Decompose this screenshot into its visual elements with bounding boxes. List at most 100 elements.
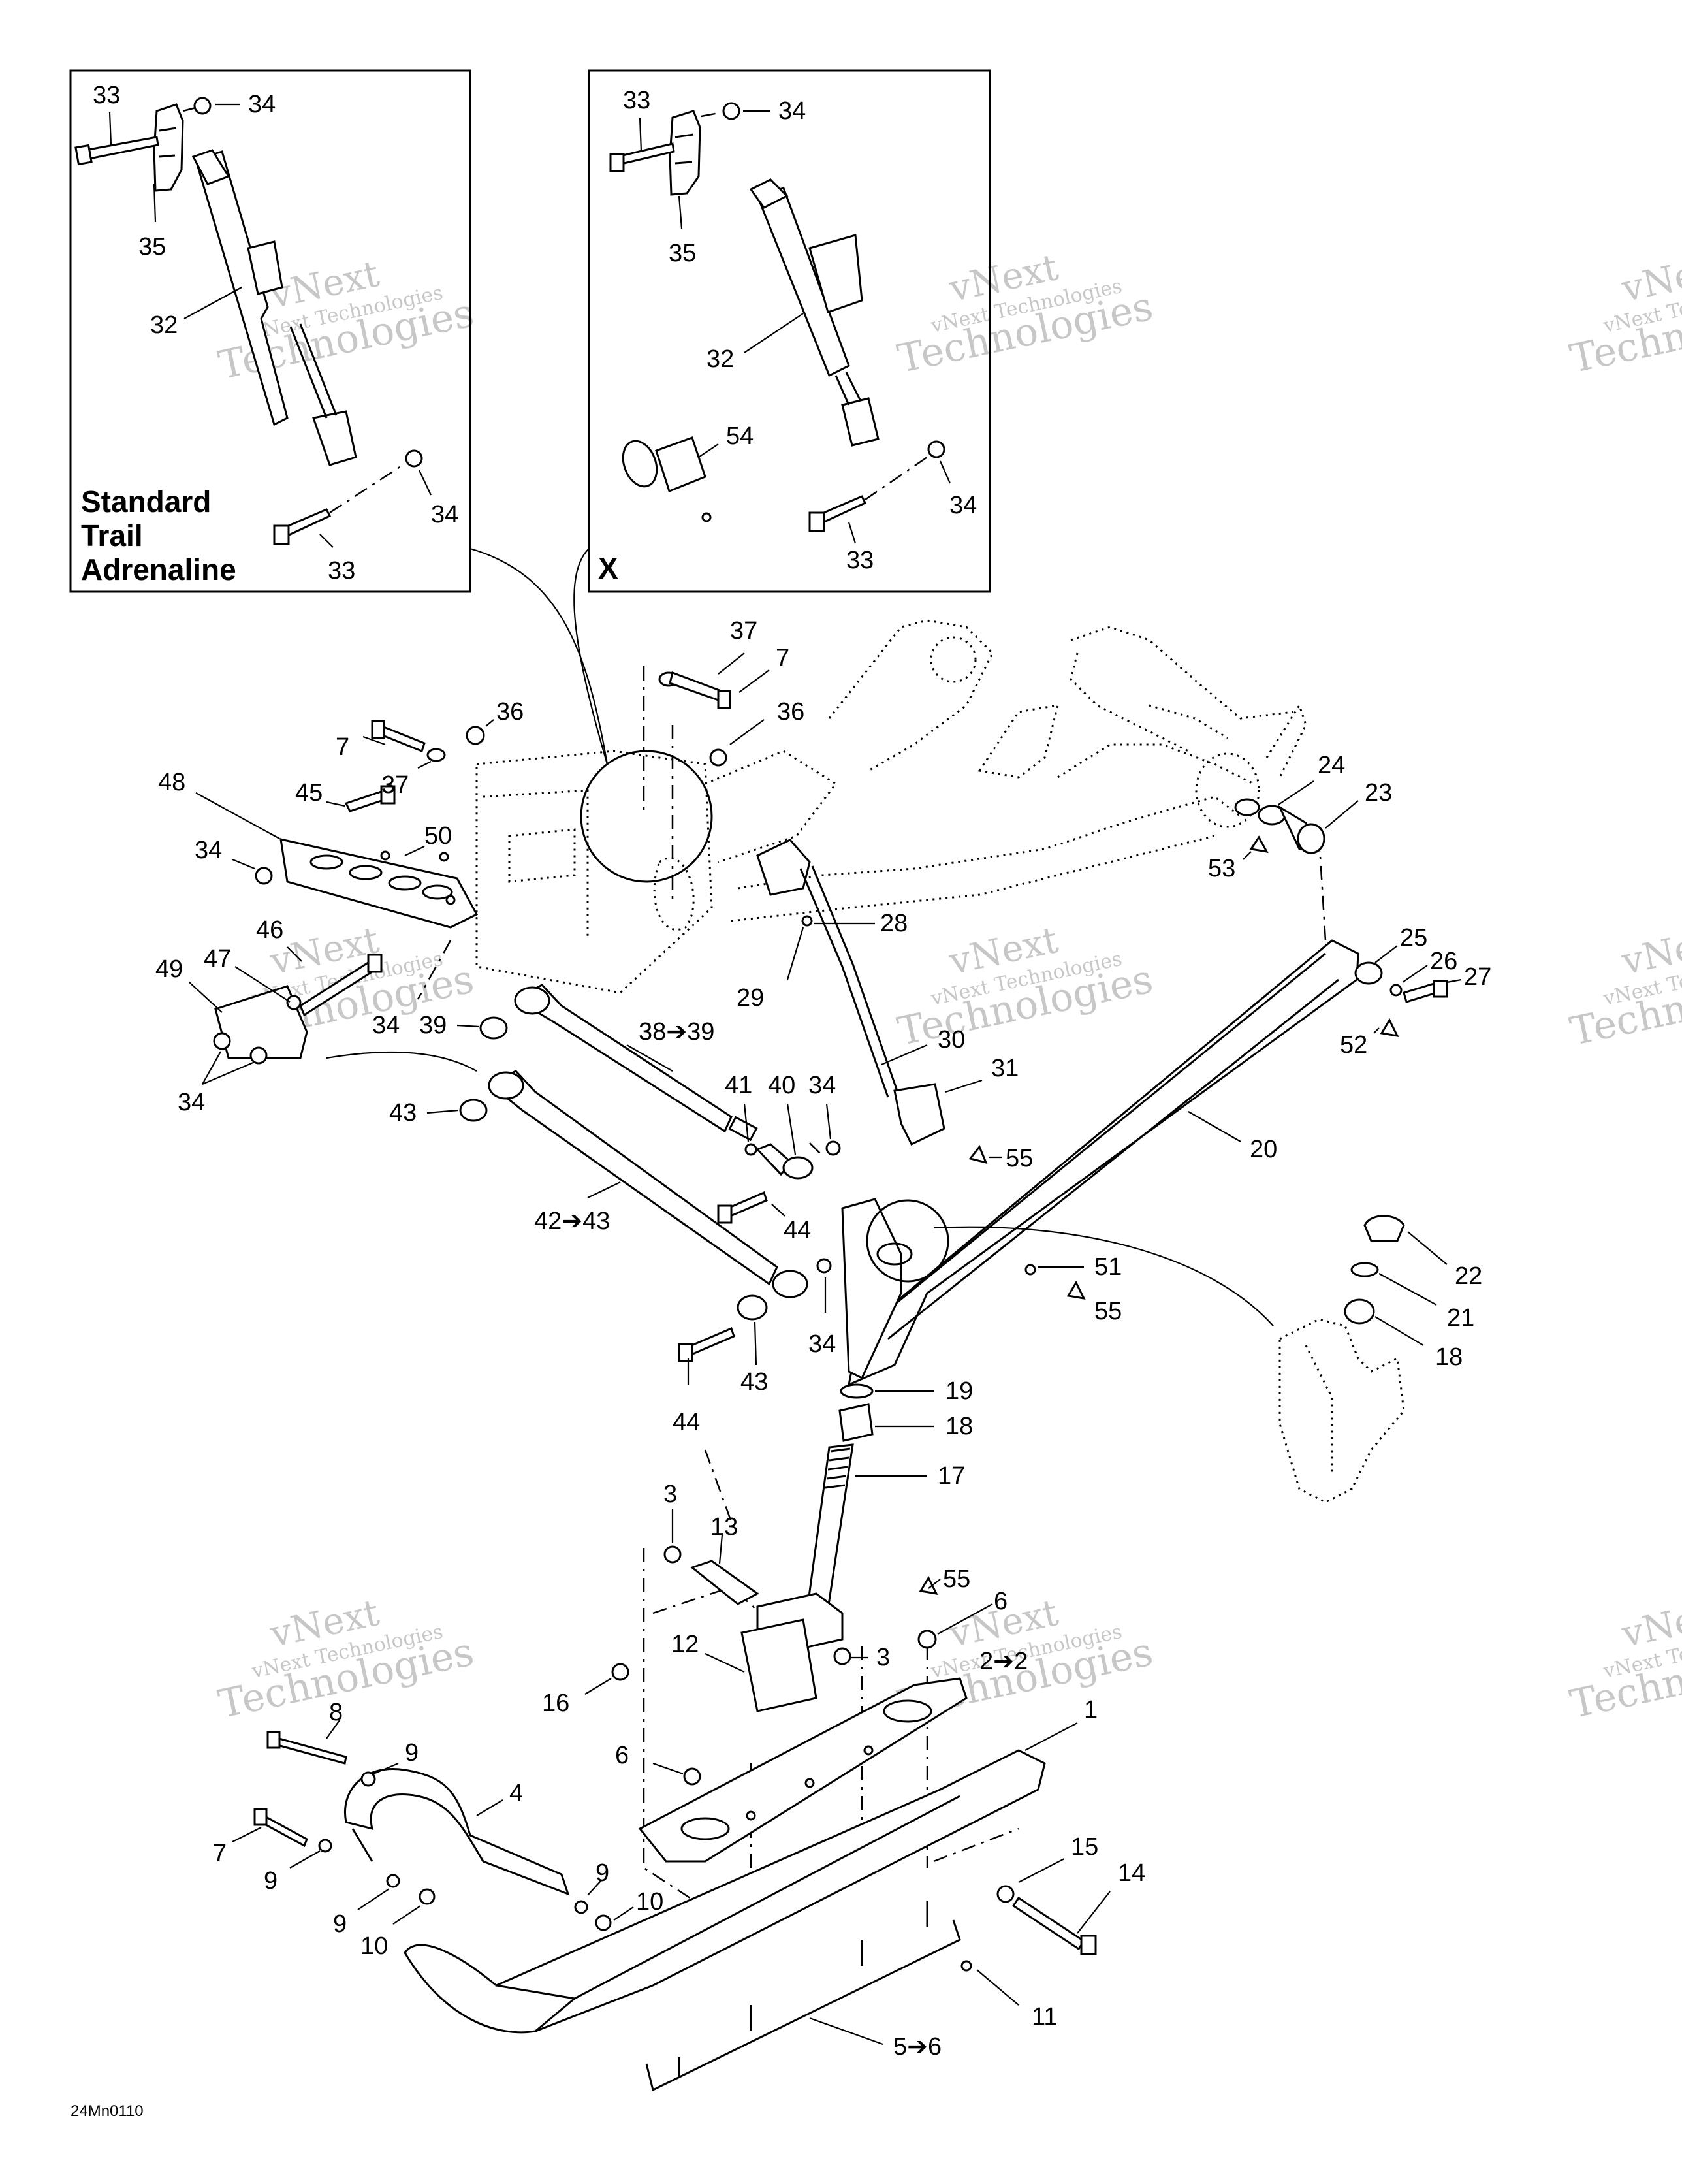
nut xyxy=(709,748,727,767)
callout-28: 28 xyxy=(880,910,908,937)
ski-base-plate xyxy=(638,1677,968,1863)
callout-45: 45 xyxy=(295,779,323,807)
callout-43: 43 xyxy=(389,1099,417,1127)
callout-50: 50 xyxy=(424,822,452,850)
bushing xyxy=(459,1099,488,1122)
inset-frame xyxy=(588,69,991,593)
callout-11: 11 xyxy=(1032,2003,1057,2031)
bolt xyxy=(669,671,726,703)
callout-34: 34 xyxy=(808,1330,836,1358)
adjuster-plate xyxy=(655,436,706,492)
adjuster-knob xyxy=(622,440,658,488)
callout-42-43: 42➔43 xyxy=(534,1208,610,1235)
callout-26: 26 xyxy=(1430,948,1457,975)
callout-22: 22 xyxy=(1455,1262,1482,1290)
bushing xyxy=(1344,1298,1375,1325)
callout-3: 3 xyxy=(663,1481,677,1508)
shock-eyelet xyxy=(312,410,357,466)
washer xyxy=(386,1874,400,1888)
grease-fitting xyxy=(1380,1018,1399,1037)
lower-trailing-arm xyxy=(488,1070,778,1286)
callout-38-39: 38➔39 xyxy=(639,1018,714,1046)
callout-6: 6 xyxy=(994,1588,1008,1615)
ski-leg-parts xyxy=(611,1545,938,1786)
callout-47: 47 xyxy=(204,945,231,972)
callout-32: 32 xyxy=(706,345,734,373)
callout-54: 54 xyxy=(726,423,754,450)
callout-2-2: 2➔2 xyxy=(979,1648,1028,1675)
callout-34: 34 xyxy=(178,1089,205,1116)
shock-reservoir xyxy=(808,234,863,313)
trailing-arms xyxy=(459,984,841,1362)
washer xyxy=(1389,984,1403,997)
variant-label: Adrenaline xyxy=(81,553,236,586)
callouts-main: 37 7 36 7 36 37 48 45 50 34 46 47 49 34 … xyxy=(155,617,1491,2061)
callout-9: 9 xyxy=(595,1859,609,1887)
lower-bracket xyxy=(214,985,308,1059)
nut xyxy=(193,97,212,115)
washer xyxy=(996,1885,1015,1903)
callout-18: 18 xyxy=(1435,1343,1463,1371)
ski xyxy=(404,1749,1046,2034)
nut xyxy=(927,440,945,458)
stabilizer-bracket xyxy=(756,839,811,896)
inset-standard-shock: 33 34 35 32 34 33 Standard Trail Adrenal… xyxy=(69,69,471,593)
callout-34: 34 xyxy=(248,91,276,118)
bolt xyxy=(1011,1896,1086,1951)
washer xyxy=(744,1143,757,1156)
callout-49: 49 xyxy=(155,956,183,983)
callout-27: 27 xyxy=(1464,963,1491,991)
grease-fitting xyxy=(968,1145,988,1164)
bushing xyxy=(838,1403,874,1442)
nut xyxy=(833,1647,851,1665)
variant-label-x: X xyxy=(598,551,618,585)
spindle-top-detail xyxy=(1278,1215,1405,1503)
spindle-arm xyxy=(841,798,1448,1387)
screw xyxy=(960,1960,972,1972)
callout-33: 33 xyxy=(93,82,120,109)
cap xyxy=(1363,1215,1405,1242)
screw xyxy=(1024,1264,1036,1276)
callout-51: 51 xyxy=(1094,1253,1122,1281)
nut xyxy=(255,867,273,885)
ski-handle-body xyxy=(344,1768,570,1896)
reinforcement-bracket xyxy=(213,785,479,1072)
callout-24: 24 xyxy=(1318,752,1345,779)
callout-3: 3 xyxy=(876,1644,890,1671)
callout-43: 43 xyxy=(740,1368,768,1396)
grease-fitting xyxy=(1066,1280,1086,1300)
callout-23: 23 xyxy=(1365,779,1392,807)
callout-39: 39 xyxy=(419,1012,447,1039)
nut xyxy=(825,1140,841,1156)
callout-35: 35 xyxy=(669,240,696,267)
snap-ring xyxy=(1350,1262,1379,1277)
callout-19: 19 xyxy=(945,1377,973,1405)
bolt xyxy=(272,1736,347,1765)
washer xyxy=(574,1900,588,1914)
chassis-fasteners xyxy=(371,671,731,767)
callout-34: 34 xyxy=(949,492,977,519)
ski-assembly xyxy=(404,1677,1097,2092)
callout-52: 52 xyxy=(1340,1031,1367,1059)
bolt xyxy=(84,136,159,161)
callout-44: 44 xyxy=(784,1217,811,1244)
detail-connector xyxy=(933,1226,1274,1326)
nut xyxy=(419,1888,436,1905)
callout-48: 48 xyxy=(158,769,185,796)
callout-55: 55 xyxy=(1006,1145,1033,1172)
washer xyxy=(318,1839,332,1853)
variant-label: Standard xyxy=(81,485,211,519)
callout-1: 1 xyxy=(1084,1696,1098,1724)
shock-eyelet xyxy=(841,397,880,447)
nut xyxy=(683,1767,701,1786)
callout-36: 36 xyxy=(777,698,804,726)
callout-44: 44 xyxy=(673,1409,700,1436)
callout-34: 34 xyxy=(778,97,806,125)
callout-5-6: 5➔6 xyxy=(893,2033,942,2061)
inset-connector xyxy=(573,548,609,765)
callout-33: 33 xyxy=(623,87,650,114)
callout-55: 55 xyxy=(943,1566,970,1593)
bushing xyxy=(479,1016,508,1040)
shock-bracket xyxy=(153,103,184,192)
